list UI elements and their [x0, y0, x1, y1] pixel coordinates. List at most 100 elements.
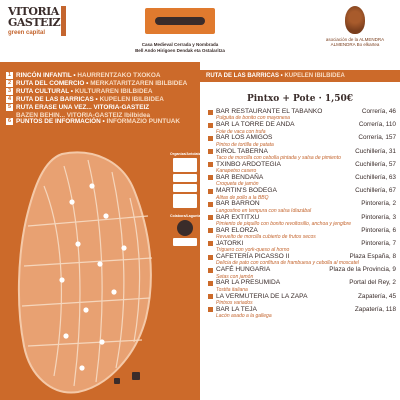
- bar-list: BAR RESTAURANTE EL TABANKO Correría, 46 Pu…: [208, 108, 396, 319]
- bar-name: BAR LA TEJA: [216, 305, 257, 313]
- bar-address: Zapatería, 118: [354, 305, 396, 313]
- bar-name: KIROL TABERNA: [216, 147, 268, 155]
- bullet-icon: [208, 267, 213, 273]
- old-town-map[interactable]: [4, 146, 168, 396]
- bar-address: Zapatería, 45: [357, 292, 396, 300]
- category-item[interactable]: 1 RINCÓN INFANTIL • HAURRENTZAKO TXOKOA: [6, 72, 161, 79]
- map-graphic: [17, 151, 153, 394]
- bar-name: CAFÉ HUNGARIA: [216, 266, 271, 274]
- category-label: RUTA ERASE UNA VEZ... VITORIA-GASTEIZ: [16, 104, 150, 111]
- sponsor-logo: [173, 194, 197, 208]
- category-item[interactable]: 6 PUNTOS DE INFORMACIÓN • INFORMAZIO PUN…: [6, 118, 181, 125]
- bar-tapa: Tostita italiana: [216, 286, 248, 293]
- logo-word-1: VITORIA: [8, 5, 59, 18]
- bullet-icon: [208, 294, 213, 300]
- bullet-icon: [208, 135, 213, 141]
- bar-address: Portal del Rey, 2: [349, 279, 396, 287]
- route-title-band: RUTA DE LAS BARRICAS • KUPELEN IBILBIDEA: [200, 70, 400, 82]
- bar-name: BAR EXTITXU: [216, 213, 260, 221]
- bar-address: Cuchillería, 31: [355, 147, 396, 155]
- credit-line-1: Casa Medieval Cerrada y Nombrada: [141, 42, 219, 47]
- bar-name: MARTIN'S BODEGA: [216, 187, 277, 195]
- center-logo: [145, 8, 215, 34]
- bullet-icon: [208, 307, 213, 313]
- bullet-icon: [208, 122, 213, 128]
- bar-address: Cuchillería, 63: [355, 173, 396, 181]
- bar-tapa: Revuelto de morcilla cubierto de frutos …: [216, 234, 316, 241]
- sponsor-logo: [177, 220, 193, 236]
- bar-address: Plaza de la Provincia, 9: [329, 266, 396, 274]
- sponsor-logo: [173, 238, 197, 246]
- bullet-icon: [208, 201, 213, 207]
- category-label: RUTA CULTURAL: [16, 88, 70, 95]
- category-alt-label: INFORMAZIO PUNTUAK: [106, 118, 181, 125]
- bar-address: Pintorería, 2: [361, 200, 396, 208]
- category-alt-label: MERKATARITZAREN IBILBIDEA: [90, 80, 188, 87]
- category-number: 5: [6, 104, 13, 111]
- category-number: 6: [6, 118, 13, 125]
- category-alt-label: KULTURAREN IBILBIDEA: [74, 88, 153, 95]
- category-number: 4: [6, 96, 13, 103]
- sponsor-logo: [173, 174, 197, 182]
- bar-tapa: Foie de vaca con trufa: [216, 128, 266, 135]
- bar-address: Cuchillería, 57: [355, 160, 396, 168]
- almendra-line-1: asociación de la ALMENDRA: [325, 37, 385, 42]
- bar-address: Correría, 46: [361, 108, 396, 115]
- logo-word-2: GASTEIZ: [8, 16, 61, 29]
- bar-tapa: Pintxo de tortilla de patata: [216, 141, 274, 148]
- bar-list-item[interactable]: BAR RESTAURANTE EL TABANKO Correría, 46 Pu…: [208, 108, 396, 121]
- bar-address: Correría, 110: [358, 121, 396, 129]
- route-title: RUTA DE LAS BARRICAS: [206, 73, 279, 79]
- bar-tapa: Croqueta de jamón: [216, 181, 259, 188]
- bar-tapa: Pulguita de bonito con mayonesa: [216, 115, 290, 122]
- bar-name: BAR LOS AMIGOS: [216, 134, 273, 142]
- category-number: 3: [6, 88, 13, 95]
- category-item[interactable]: 2 RUTA DEL COMERCIO • MERKATARITZAREN IB…: [6, 80, 188, 87]
- map-markers: [59, 183, 127, 371]
- bar-list-item[interactable]: BAR EXTITXU Pintorería, 3 Pimiento de piqu…: [208, 214, 396, 227]
- bar-tapa: Lacón asado a la gallega: [216, 313, 272, 320]
- bar-tapa: Triguero con york-queso al horno: [216, 247, 290, 254]
- category-list: 1 RINCÓN INFANTIL • HAURRENTZAKO TXOKOA …: [6, 72, 196, 126]
- sponsors-title-organizer: Organiza/Antolatzailea: [170, 152, 209, 156]
- legend-panel: 1 RINCÓN INFANTIL • HAURRENTZAKO TXOKOA …: [0, 62, 209, 400]
- bar-name: BAR RESTAURANTE EL TABANKO: [216, 108, 323, 115]
- sponsors-column: Organiza/Antolatzailea Colabora/Laguntza…: [170, 146, 209, 396]
- bullet-icon: [208, 175, 213, 181]
- bar-name: BAR ELORZA: [216, 226, 258, 234]
- bar-address: Pintorería, 3: [361, 213, 396, 221]
- bar-address: Cuchillería, 67: [355, 187, 396, 195]
- bar-address: Pintorería, 6: [361, 226, 396, 234]
- sponsor-logo: [173, 158, 197, 172]
- bullet-icon: [208, 228, 213, 234]
- category-item[interactable]: 4 RUTA DE LAS BARRICAS • KUPELEN IBILBID…: [6, 96, 164, 103]
- bar-list-item[interactable]: BAR LA PRESUMIDA Portal del Rey, 2 Tostita…: [208, 279, 396, 293]
- bar-tapa: Pimiento de piquillo con bonito revoltos…: [216, 220, 352, 227]
- logo-bar: [61, 6, 66, 36]
- bullet-icon: [208, 241, 213, 247]
- category-item[interactable]: 3 RUTA CULTURAL • KULTURAREN IBILBIDEA: [6, 88, 153, 95]
- bar-list-item[interactable]: BAR ELORZA Pintorería, 6 Revuelto de morci…: [208, 227, 396, 240]
- bullet-icon: [208, 149, 213, 155]
- almond-icon: [345, 6, 365, 34]
- bar-address: Plaza España, 8: [349, 253, 396, 261]
- bar-name: BAR LA TORRE DE ANDA: [216, 121, 295, 129]
- bar-name: BAR LA PRESUMIDA: [216, 279, 281, 287]
- bullet-icon: [208, 254, 213, 260]
- bar-tapa: Pintxos variados: [216, 300, 253, 307]
- bar-tapa: Kanapetxo casero: [216, 168, 257, 175]
- vitoria-gasteiz-logo: VITORIA GASTEIZ green capital: [8, 6, 70, 48]
